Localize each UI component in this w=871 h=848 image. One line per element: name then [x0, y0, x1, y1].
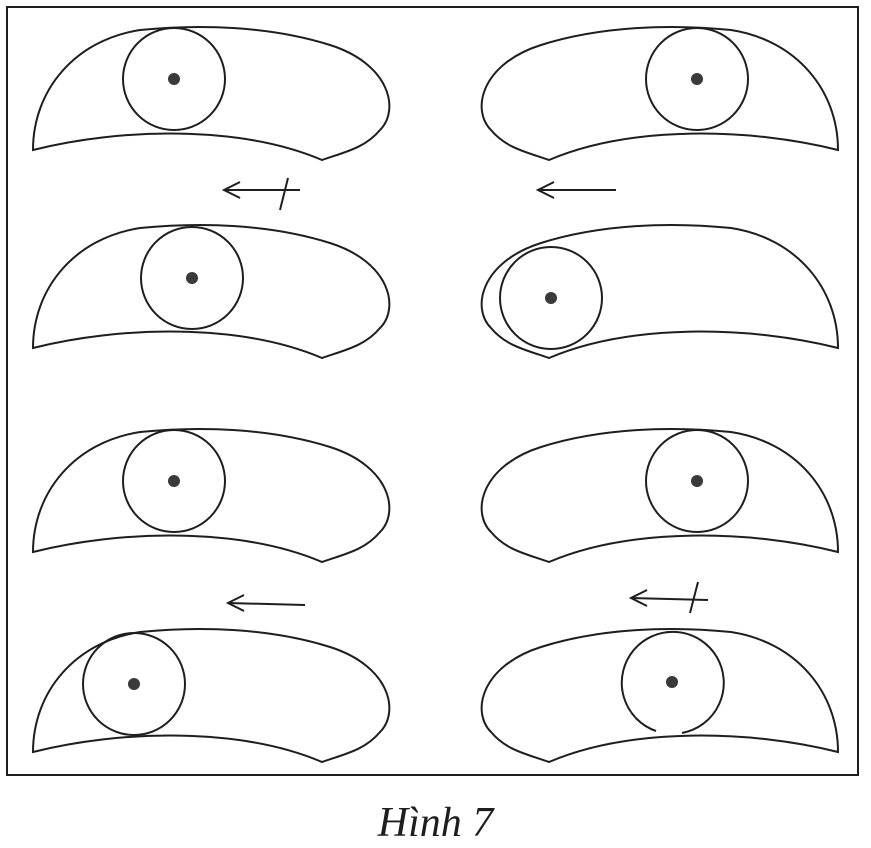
- eye-top-left-upper: [32, 25, 391, 161]
- iris: [499, 246, 603, 350]
- block-mark: [279, 177, 289, 211]
- iris: [620, 630, 725, 734]
- eye-top-right-lower: [480, 223, 839, 359]
- pupil: [691, 73, 703, 85]
- arrow-bottom-left: [225, 594, 306, 612]
- pupil: [186, 272, 198, 284]
- figure-frame: [6, 6, 859, 776]
- iris: [645, 27, 749, 131]
- block-mark: [689, 581, 699, 614]
- arrow-top-right: [535, 181, 616, 199]
- eye-bottom-left-lower: [32, 627, 391, 763]
- arrow-bottom-right: [628, 581, 709, 614]
- iris: [82, 632, 186, 736]
- pupil: [168, 73, 180, 85]
- pupil: [128, 678, 140, 690]
- pupil: [168, 475, 180, 487]
- pupil: [545, 292, 557, 304]
- pupil: [691, 475, 703, 487]
- iris: [645, 429, 749, 533]
- iris: [122, 429, 226, 533]
- arrow-top-left: [221, 177, 300, 211]
- pupil: [666, 676, 678, 688]
- eye-top-left-lower: [32, 223, 391, 359]
- eye-top-right-upper: [480, 25, 839, 161]
- eye-bottom-right-upper: [480, 427, 839, 563]
- figure-caption: Hình 7: [377, 800, 494, 846]
- eye-bottom-right-lower: [480, 627, 839, 763]
- eye-bottom-left-upper: [32, 427, 391, 563]
- iris: [122, 27, 226, 131]
- iris: [140, 226, 244, 330]
